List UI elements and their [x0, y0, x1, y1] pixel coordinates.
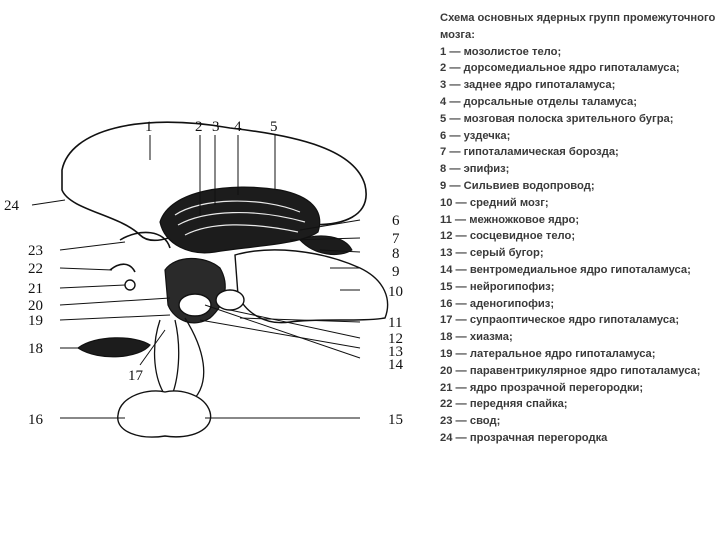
label-8: 8	[392, 246, 400, 262]
midbrain	[234, 249, 389, 324]
label-6: 6	[392, 213, 400, 229]
legend-item: 11 — межножковое ядро;	[440, 213, 580, 226]
optic-chiasm	[76, 337, 151, 358]
label-3: 3	[212, 119, 220, 135]
legend-item: 3 — заднее ядро гипоталамуса;	[440, 79, 616, 92]
legend-item: 14 — вентромедиальное ядро гипоталамуса;	[440, 263, 691, 276]
legend-item: 9 — Сильвиев водопровод;	[440, 179, 595, 192]
legend-items: 1 — мозолистое тело; 2 — дорсомедиальное…	[440, 44, 716, 447]
pituitary-stalk	[153, 317, 205, 399]
label-10: 10	[388, 284, 403, 300]
legend-item: 5 — мозговая полоска зрительного бугра;	[440, 112, 674, 125]
legend-item: 10 — средний мозг;	[440, 196, 549, 209]
legend-item: 15 — нейрогипофиз;	[440, 280, 555, 293]
legend-item: 2 — дорсомедиальное ядро гипоталамуса;	[440, 62, 680, 75]
label-16: 16	[28, 412, 44, 428]
legend-item: 7 — гипоталамическая борозда;	[440, 146, 619, 159]
legend-item: 1 — мозолистое тело;	[440, 45, 562, 58]
label-22: 22	[28, 261, 43, 277]
label-24: 24	[4, 198, 20, 214]
thalamus-striations	[174, 200, 306, 236]
legend-item: 22 — передняя спайка;	[440, 398, 568, 411]
pituitary-gland	[117, 390, 212, 438]
legend-item: 24 — прозрачная перегородка	[440, 431, 608, 444]
label-4: 4	[234, 119, 242, 135]
label-15: 15	[388, 412, 403, 428]
legend-item: 20 — паравентрикулярное ядро гипоталамус…	[440, 364, 701, 377]
legend-item: 13 — серый бугор;	[440, 247, 544, 260]
legend-item: 4 — дорсальные отделы таламуса;	[440, 95, 637, 108]
label-14: 14	[388, 357, 404, 373]
legend-item: 23 — свод;	[440, 415, 501, 428]
legend-title: Схема основных ядерных групп промежуточн…	[440, 12, 716, 41]
legend-item: 16 — аденогипофиз;	[440, 297, 555, 310]
label-11: 11	[388, 315, 402, 331]
label-20: 20	[28, 298, 43, 314]
label-12: 12	[388, 331, 403, 347]
label-1: 1	[145, 119, 153, 135]
label-2: 2	[195, 119, 203, 135]
label-9: 9	[392, 264, 400, 280]
label-17: 17	[128, 368, 144, 384]
label-23: 23	[28, 243, 43, 259]
mammillary-body	[215, 289, 245, 311]
label-5: 5	[270, 119, 278, 135]
leader-lines	[31, 135, 361, 419]
legend-item: 6 — уздечка;	[440, 129, 511, 142]
legend-item: 8 — эпифиз;	[440, 163, 510, 176]
legend-item: 19 — латеральное ядро гипоталамуса;	[440, 347, 656, 360]
legend-item: 12 — сосцевидное тело;	[440, 230, 576, 243]
legend: Схема основных ядерных групп промежуточн…	[440, 10, 716, 447]
legend-item: 18 — хиазма;	[440, 331, 513, 344]
anterior-commissure	[124, 279, 136, 291]
legend-item: 21 — ядро прозрачной перегородки;	[440, 381, 644, 394]
ventromedial-nucleus	[178, 293, 212, 317]
fornix	[109, 231, 171, 273]
label-18: 18	[28, 341, 43, 357]
label-21: 21	[28, 281, 43, 297]
label-19: 19	[28, 313, 43, 329]
label-13: 13	[388, 344, 403, 360]
brain-diagram: 1 2 3 4 5 6 7 8 9 10 11 12 13 14 15 16 1…	[4, 119, 404, 438]
legend-item: 17 — супраоптическое ядро гипоталамуса;	[440, 314, 680, 327]
label-7: 7	[392, 231, 400, 247]
pineal	[299, 235, 353, 256]
